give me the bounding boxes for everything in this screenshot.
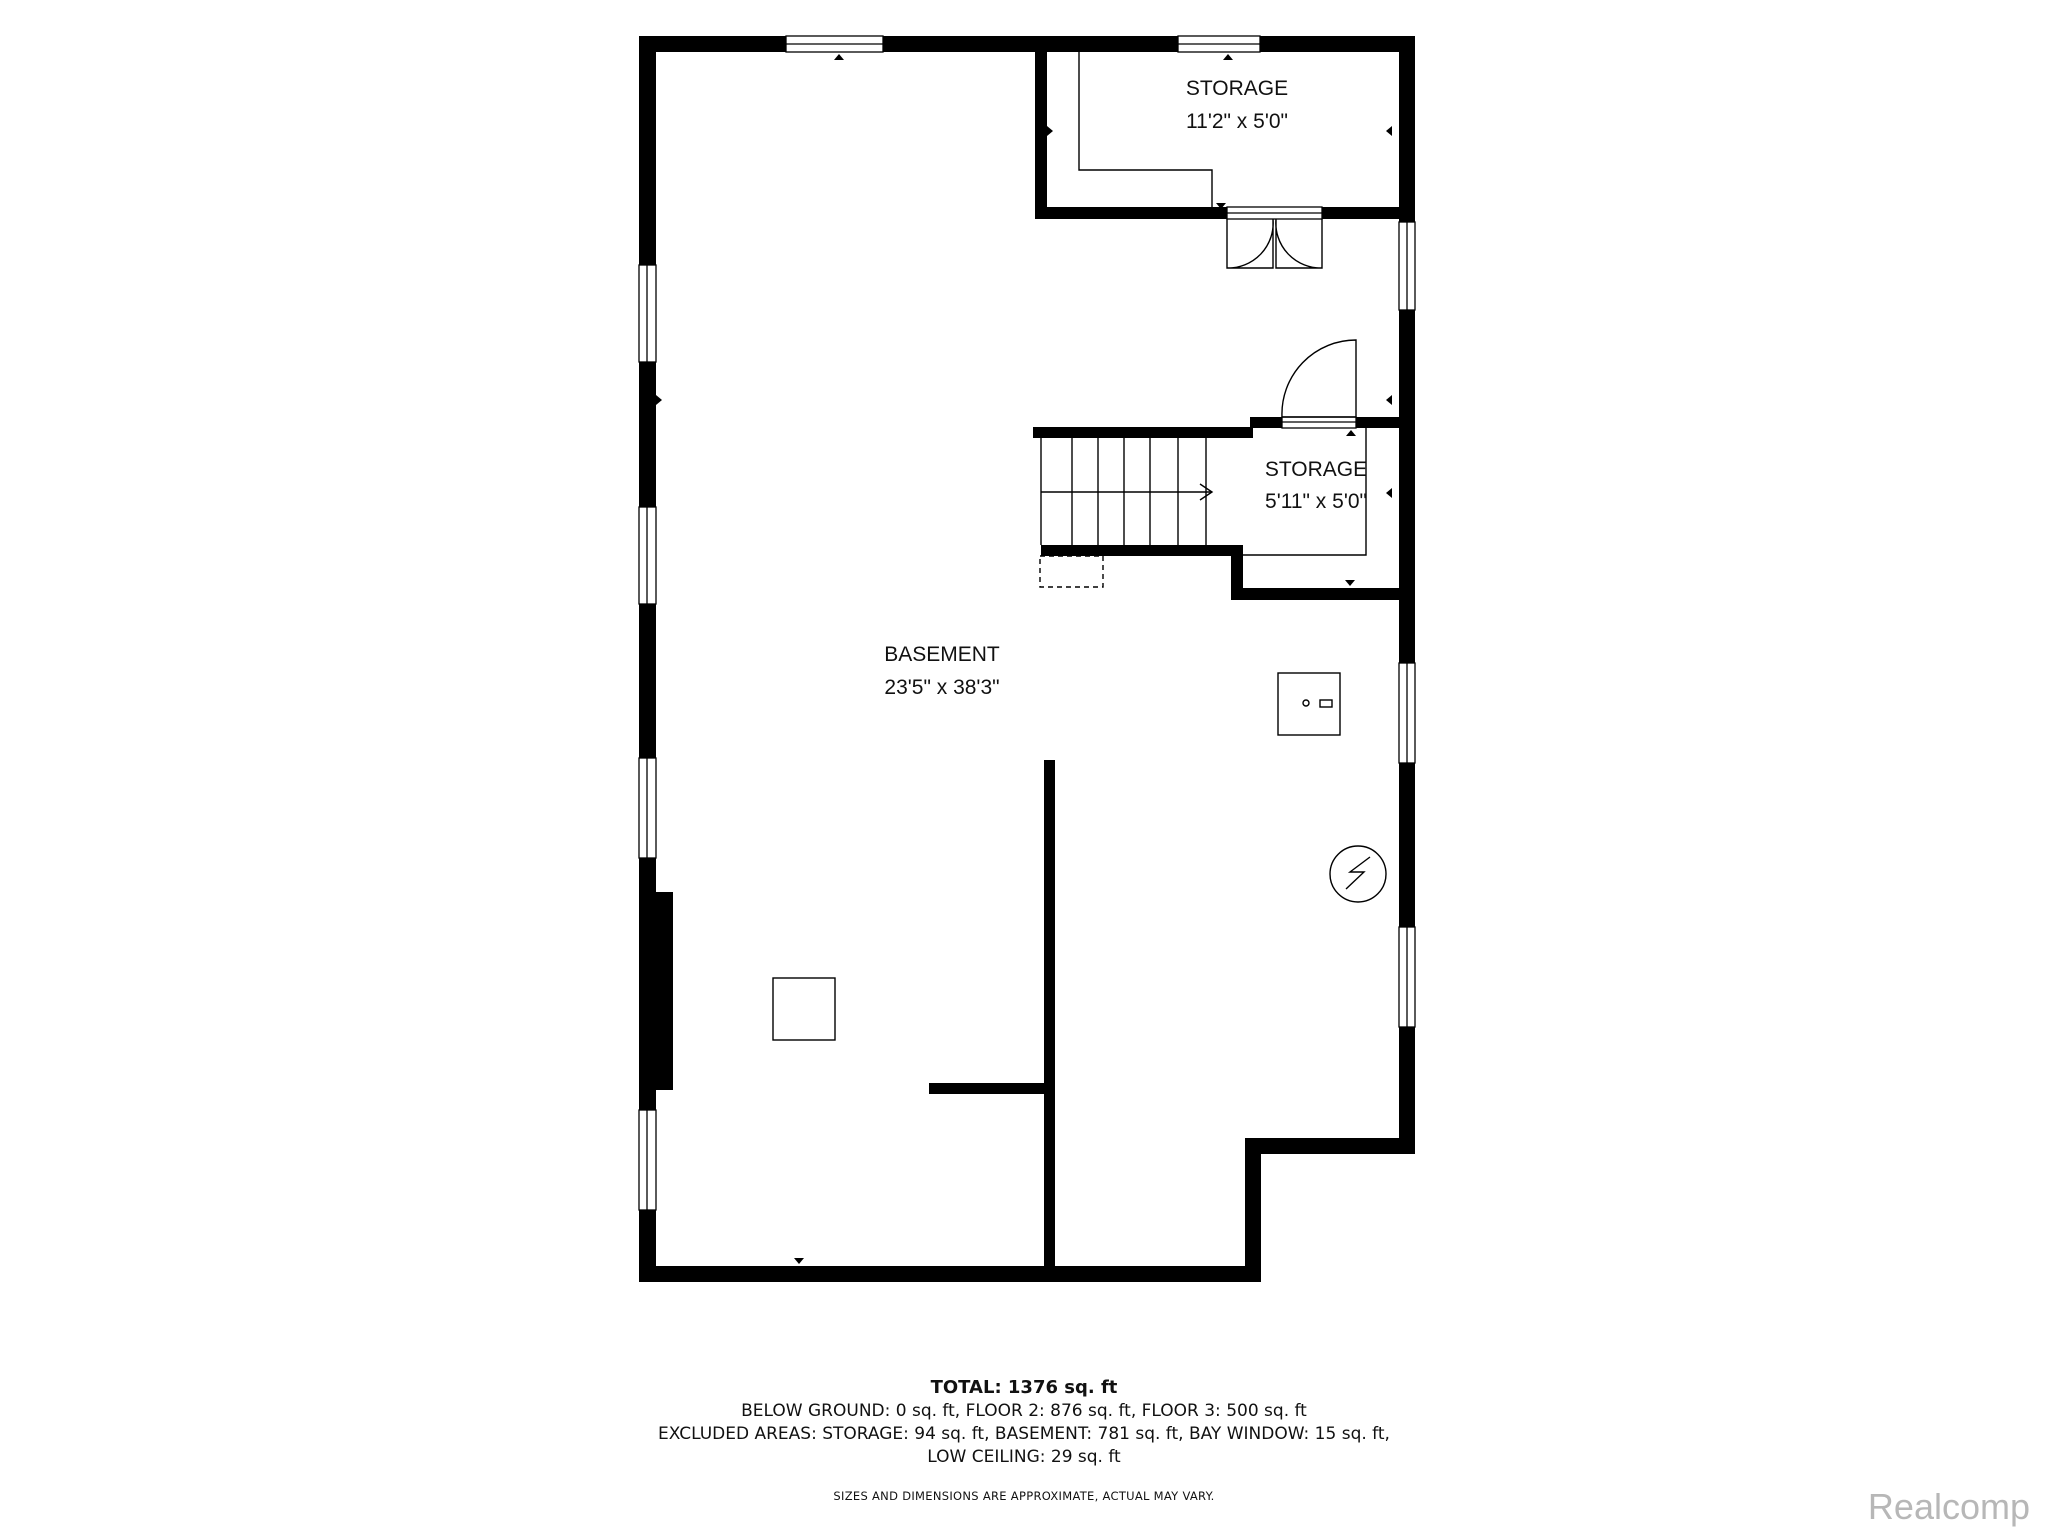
double-door-left <box>1226 218 1274 269</box>
room-dimensions: 11'2" x 5'0" <box>1186 110 1288 133</box>
area-breakdown-line: BELOW GROUND: 0 sq. ft, FLOOR 2: 876 sq.… <box>741 1401 1307 1421</box>
top-wall <box>639 36 1415 52</box>
low-ceiling-outline <box>1078 52 1213 207</box>
double-door-right <box>1275 218 1323 269</box>
stair-top-wall <box>1033 427 1253 438</box>
lower-right-step-wall <box>1245 1138 1415 1154</box>
dimension-markers <box>656 54 1392 1264</box>
low-ceiling-outline <box>1243 428 1367 556</box>
left-wall <box>639 36 656 1282</box>
storage-top-bottom-wall <box>1035 207 1415 219</box>
bottom-wall <box>639 1266 1261 1282</box>
left-wall-bump <box>639 892 673 1090</box>
column <box>772 977 836 1041</box>
room-dimensions: 5'11" x 5'0" <box>1265 490 1367 513</box>
room-name: STORAGE <box>1265 458 1367 481</box>
interior-partition <box>1044 760 1055 1280</box>
walls <box>639 36 1415 1282</box>
stair-bottom-wall <box>1041 545 1241 556</box>
storage-top-left-wall <box>1035 36 1047 218</box>
door-swing <box>1281 339 1357 418</box>
bottom-right-wall <box>1245 1138 1261 1282</box>
room-dimensions: 23'5" x 38'3" <box>884 676 999 699</box>
utility-sink <box>1277 672 1341 736</box>
area-breakdown-line: EXCLUDED AREAS: STORAGE: 94 sq. ft, BASE… <box>658 1424 1390 1444</box>
room-name: BASEMENT <box>884 643 1000 666</box>
total-area: TOTAL: 1376 sq. ft <box>930 1377 1118 1398</box>
area-breakdown-line: LOW CEILING: 29 sq. ft <box>927 1447 1121 1467</box>
storage-small-bottom-wall <box>1231 588 1415 600</box>
windows <box>638 35 1416 1211</box>
storage-small-left-wall <box>1231 545 1243 600</box>
watermark-logo: Realcomp <box>1867 1486 2030 1527</box>
fixtures <box>772 52 1387 1041</box>
landing-outline <box>1039 555 1104 588</box>
room-name: STORAGE <box>1186 77 1288 100</box>
stairs <box>1040 438 1214 545</box>
room-labels: STORAGE 11'2" x 5'0" STORAGE 5'11" x 5'0… <box>884 77 1367 699</box>
interior-stub <box>929 1083 1055 1094</box>
water-heater <box>1329 845 1387 903</box>
disclaimer: SIZES AND DIMENSIONS ARE APPROXIMATE, AC… <box>833 1489 1215 1503</box>
